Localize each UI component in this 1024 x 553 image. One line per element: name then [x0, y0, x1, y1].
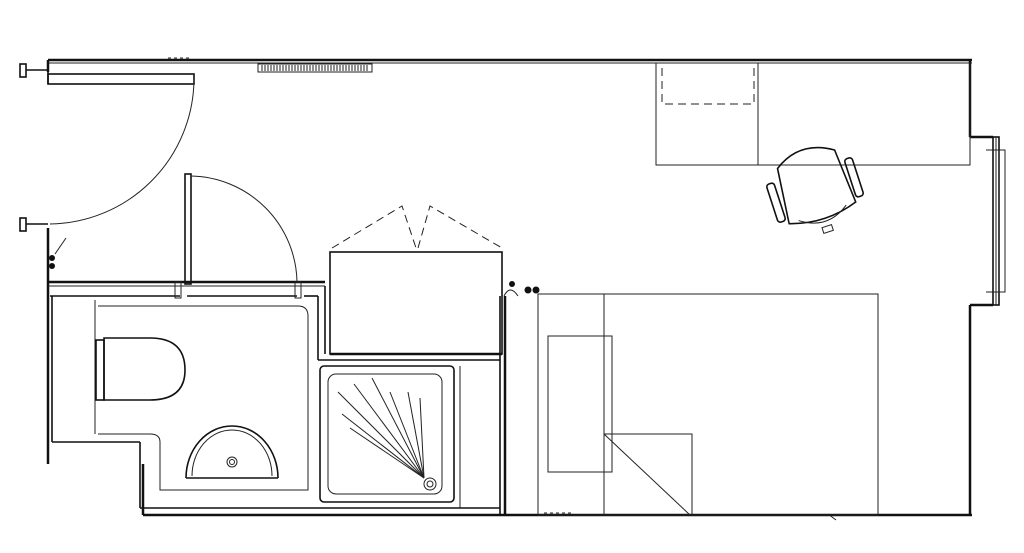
- wardrobe: [329, 205, 540, 356]
- shower-drain-line: [407, 391, 425, 479]
- bathroom: [48, 280, 507, 515]
- shower-drain-line: [349, 427, 425, 479]
- window: [986, 136, 1006, 306]
- bed: [537, 293, 879, 516]
- shower-drain-line: [341, 413, 425, 479]
- toilet: [95, 337, 186, 401]
- shower-drain-line: [389, 391, 425, 479]
- radiator: [257, 63, 373, 73]
- shower-tray: [319, 365, 455, 503]
- dimension-ticks: [168, 57, 837, 521]
- shower-drain-line: [371, 377, 425, 479]
- outer-walls: [46, 58, 993, 517]
- shower-drain-line: [353, 383, 425, 479]
- shower-drain-line: [419, 397, 425, 479]
- entrance-door: [19, 63, 195, 269]
- washbasin: [185, 425, 279, 479]
- office-chair: [766, 146, 864, 235]
- bathroom-door: [184, 173, 298, 285]
- shower-drain-line: [337, 391, 425, 479]
- desk: [655, 62, 971, 166]
